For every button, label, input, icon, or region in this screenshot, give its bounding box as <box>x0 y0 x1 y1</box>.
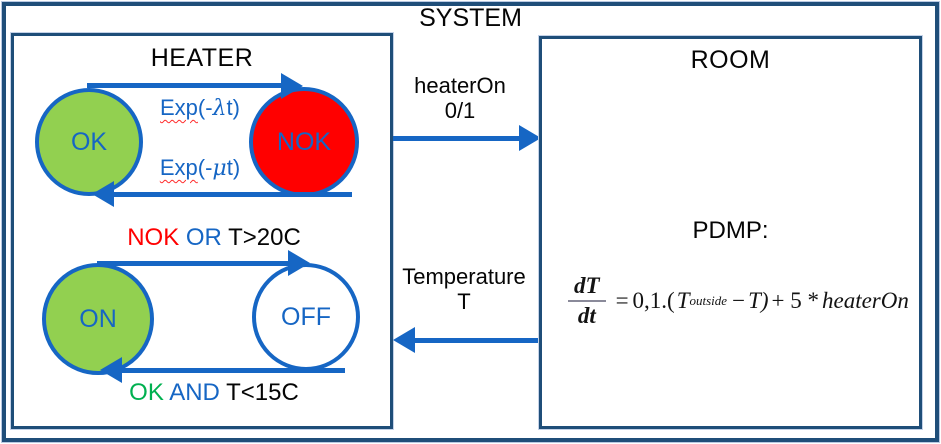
equation-heater-on-var: heaterOn <box>822 288 909 313</box>
temperature-signal-label: Temperature T <box>388 264 540 314</box>
to-off-condition: NOK OR T>20C <box>64 224 364 252</box>
mu-symbol: μ <box>212 156 227 181</box>
heater-on-arrowhead-icon <box>519 125 541 151</box>
to-off-op: OR <box>179 224 229 251</box>
room-title: ROOM <box>690 46 771 74</box>
fail-transition-arrow-line <box>87 83 285 88</box>
heater-box: HEATER OK NOK Exp(-λt) Exp(-μt) NOK OR T… <box>11 33 393 429</box>
to-off-arrowhead-icon <box>288 250 310 276</box>
heater-title: HEATER <box>150 44 254 72</box>
repair-rate-open: (- <box>197 155 213 180</box>
fail-rate-open: (- <box>197 95 213 120</box>
to-off-state: NOK <box>127 224 180 251</box>
temperature-arrowhead-icon <box>393 327 415 353</box>
to-on-arrow-line <box>112 368 345 373</box>
state-ok: OK <box>35 88 143 196</box>
repair-rate-label: Exp(-μt) <box>145 155 255 181</box>
state-on-label: ON <box>79 304 117 333</box>
fail-rate-close: t) <box>226 95 240 120</box>
to-off-cond: T>20C <box>228 224 301 251</box>
state-nok-label: NOK <box>276 127 332 156</box>
to-off-arrow-line <box>97 261 292 266</box>
equation-numerator: dT <box>568 273 606 302</box>
to-on-condition: OK AND T<15C <box>64 379 364 407</box>
state-ok-label: OK <box>70 127 108 156</box>
fail-transition-arrowhead-icon <box>281 73 303 99</box>
repair-transition-arrow-line <box>100 192 352 197</box>
temperature-signal-symbol: T <box>457 289 471 314</box>
heater-on-signal-range: 0/1 <box>444 98 476 123</box>
room-equation: dT dt = 0,1.( T outside − T) + 5 * heate… <box>568 273 909 329</box>
fail-rate-label: Exp(-λt) <box>145 95 255 121</box>
repair-rate-close: t) <box>226 155 241 180</box>
to-on-cond: T<15C <box>226 379 299 406</box>
state-on: ON <box>42 263 154 375</box>
equation-t-outside-subscript: outside <box>689 293 728 308</box>
heater-on-signal-label: heaterOn 0/1 <box>385 73 535 123</box>
equation-t-outside: T <box>676 288 690 313</box>
temperature-arrow-line <box>415 338 541 343</box>
to-on-arrowhead-icon <box>100 357 122 383</box>
system-title: SYSTEM <box>419 4 522 32</box>
fail-rate-word: Exp <box>160 95 198 120</box>
equation-t-close: T) <box>748 288 769 313</box>
equation-denominator: dt <box>577 303 596 328</box>
equation-equals: = <box>615 288 629 313</box>
to-on-state: OK <box>129 379 164 406</box>
repair-transition-arrowhead-icon <box>92 181 114 207</box>
room-box: ROOM PDMP: dT dt = 0,1.( T outside − T) … <box>539 36 922 429</box>
pdmp-label: PDMP: <box>692 217 769 244</box>
equation-fraction: dT dt <box>568 273 606 329</box>
heater-on-signal-name: heaterOn <box>414 73 506 98</box>
state-off: OFF <box>252 263 360 371</box>
state-off-label: OFF <box>281 302 331 331</box>
to-on-op: AND <box>163 379 227 406</box>
lambda-symbol: λ <box>212 96 227 121</box>
temperature-signal-name: Temperature <box>402 264 526 289</box>
state-nok: NOK <box>249 87 359 197</box>
equation-coefficient: 0,1.( <box>632 288 675 313</box>
equation-minus: − <box>732 288 746 313</box>
heater-on-arrow-line <box>393 136 521 141</box>
equation-plus-term: + 5 * <box>771 288 819 313</box>
repair-rate-word: Exp <box>159 155 198 180</box>
